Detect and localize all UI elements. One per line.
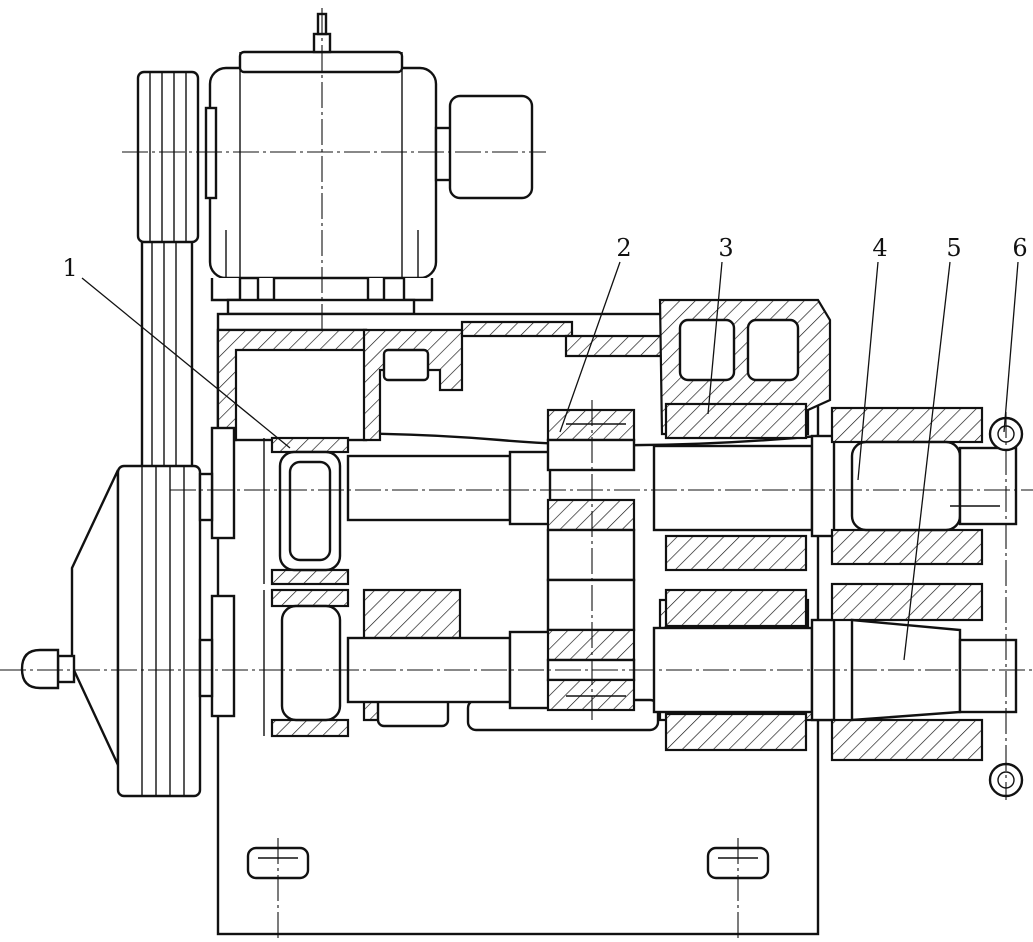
upper-roll-head bbox=[830, 406, 1018, 566]
callout-2-leader bbox=[559, 261, 621, 433]
callout-2: 2 bbox=[616, 234, 631, 262]
callout-1-leader bbox=[81, 277, 291, 449]
bearing-lower-left bbox=[263, 588, 350, 738]
callouts: 1 2 3 4 5 6 bbox=[62, 234, 1028, 661]
upper-bushing bbox=[664, 402, 808, 572]
upper-pulley bbox=[136, 70, 200, 244]
left-cover bbox=[198, 426, 236, 718]
callout-6-leader bbox=[1003, 261, 1019, 433]
callout-4: 4 bbox=[872, 234, 887, 262]
callout-5-leader bbox=[903, 261, 951, 661]
callout-1: 1 bbox=[62, 254, 77, 282]
callout-4-leader bbox=[857, 261, 879, 481]
lower-pulley bbox=[20, 464, 202, 798]
lower-roll-head bbox=[830, 582, 1018, 762]
v-belt bbox=[140, 242, 194, 470]
bearing-upper-left bbox=[263, 436, 350, 586]
callout-5: 5 bbox=[946, 234, 961, 262]
centre-lines bbox=[0, 8, 1033, 940]
callout-3: 3 bbox=[718, 234, 733, 262]
callout-6: 6 bbox=[1012, 234, 1027, 262]
lower-bushing bbox=[664, 588, 808, 752]
upper-shaft bbox=[346, 434, 836, 538]
lower-gear bbox=[546, 578, 636, 712]
motor bbox=[204, 12, 534, 316]
callout-3-leader bbox=[707, 261, 723, 415]
